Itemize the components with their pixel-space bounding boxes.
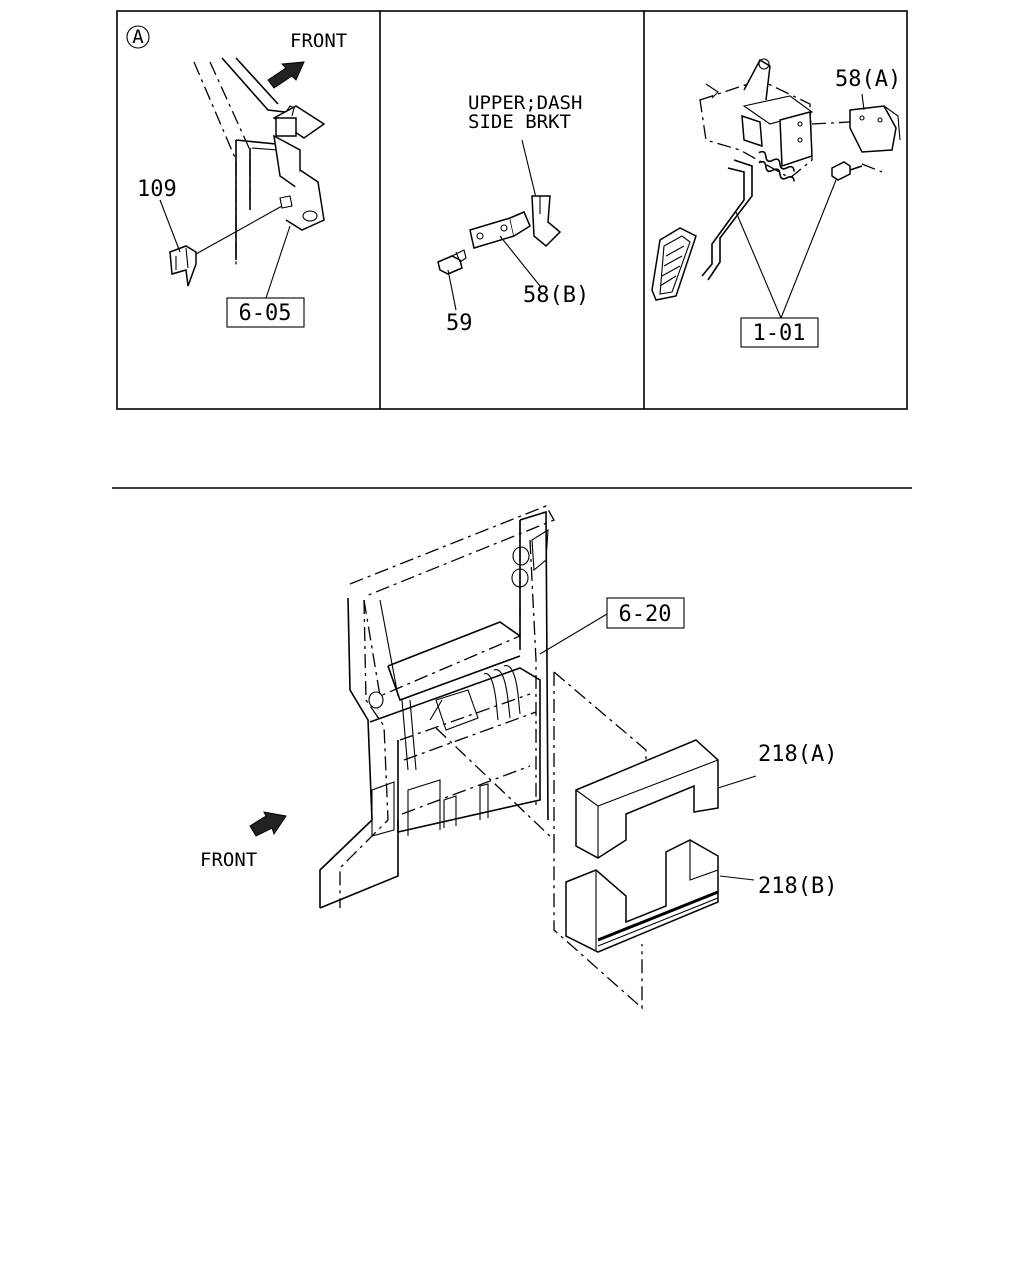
panel-b: UPPER;DASH SIDE BRKT 59 58(B) [437, 92, 589, 336]
bracket-part-58a [811, 93, 901, 153]
leader-59 [447, 269, 457, 311]
bracket-part-58b [469, 211, 531, 249]
callout-6-20: 6-20 [619, 602, 672, 627]
leader-6-20 [539, 613, 608, 655]
lower-section: FRONT [200, 505, 837, 1010]
pedal-bracket-assembly [699, 58, 814, 179]
panel-c: 58(A) [651, 58, 901, 348]
ref-box-1-01 [740, 317, 819, 348]
callout-58b: 58(B) [523, 283, 589, 308]
callout-58a: 58(A) [835, 67, 901, 92]
front-label-a: FRONT [290, 30, 347, 52]
callout-218b: 218(B) [758, 874, 837, 899]
accelerator-pedal-arm [701, 159, 753, 281]
dash-side-bracket [531, 195, 562, 248]
callout-1-01: 1-01 [753, 321, 806, 346]
callout-109: 109 [137, 177, 177, 202]
callout-59: 59 [446, 311, 473, 336]
bolt-part-59 [437, 249, 467, 275]
front-arrow-a-icon [267, 61, 305, 89]
front-label-lower: FRONT [200, 849, 257, 871]
top-panel-frame [116, 10, 908, 410]
ref-box-6-05 [226, 297, 305, 328]
accelerator-pedal-pad [651, 227, 697, 301]
return-spring [758, 150, 795, 182]
insulator-part-218a [575, 739, 719, 859]
leader-109 [159, 199, 181, 253]
leader-1-01-a [735, 211, 782, 319]
hinge-bracket-a [272, 105, 326, 231]
view-marker-circle: A [126, 25, 150, 49]
leader-58b [499, 235, 541, 287]
panel-a: A FRONT [126, 25, 347, 328]
callout-6-05: 6-05 [239, 301, 292, 326]
cab-body-structure [319, 505, 555, 909]
callout-218a: 218(A) [758, 742, 837, 767]
leader-1-01-b [780, 179, 837, 319]
note-line-2: SIDE BRKT [468, 111, 571, 133]
view-marker-letter: A [132, 26, 144, 48]
leader-218a [717, 775, 757, 789]
pillar-outline-a [193, 57, 286, 268]
clip-part-109 [169, 205, 283, 287]
leader-218b [719, 875, 755, 881]
front-arrow-lower-icon [249, 811, 287, 837]
leader-6-05 [265, 225, 291, 299]
pedal-bolt [831, 161, 883, 181]
insulator-part-218b [565, 839, 719, 953]
ref-box-6-20 [606, 597, 685, 629]
note-line-1: UPPER;DASH [468, 92, 582, 114]
leader-note [521, 139, 539, 207]
